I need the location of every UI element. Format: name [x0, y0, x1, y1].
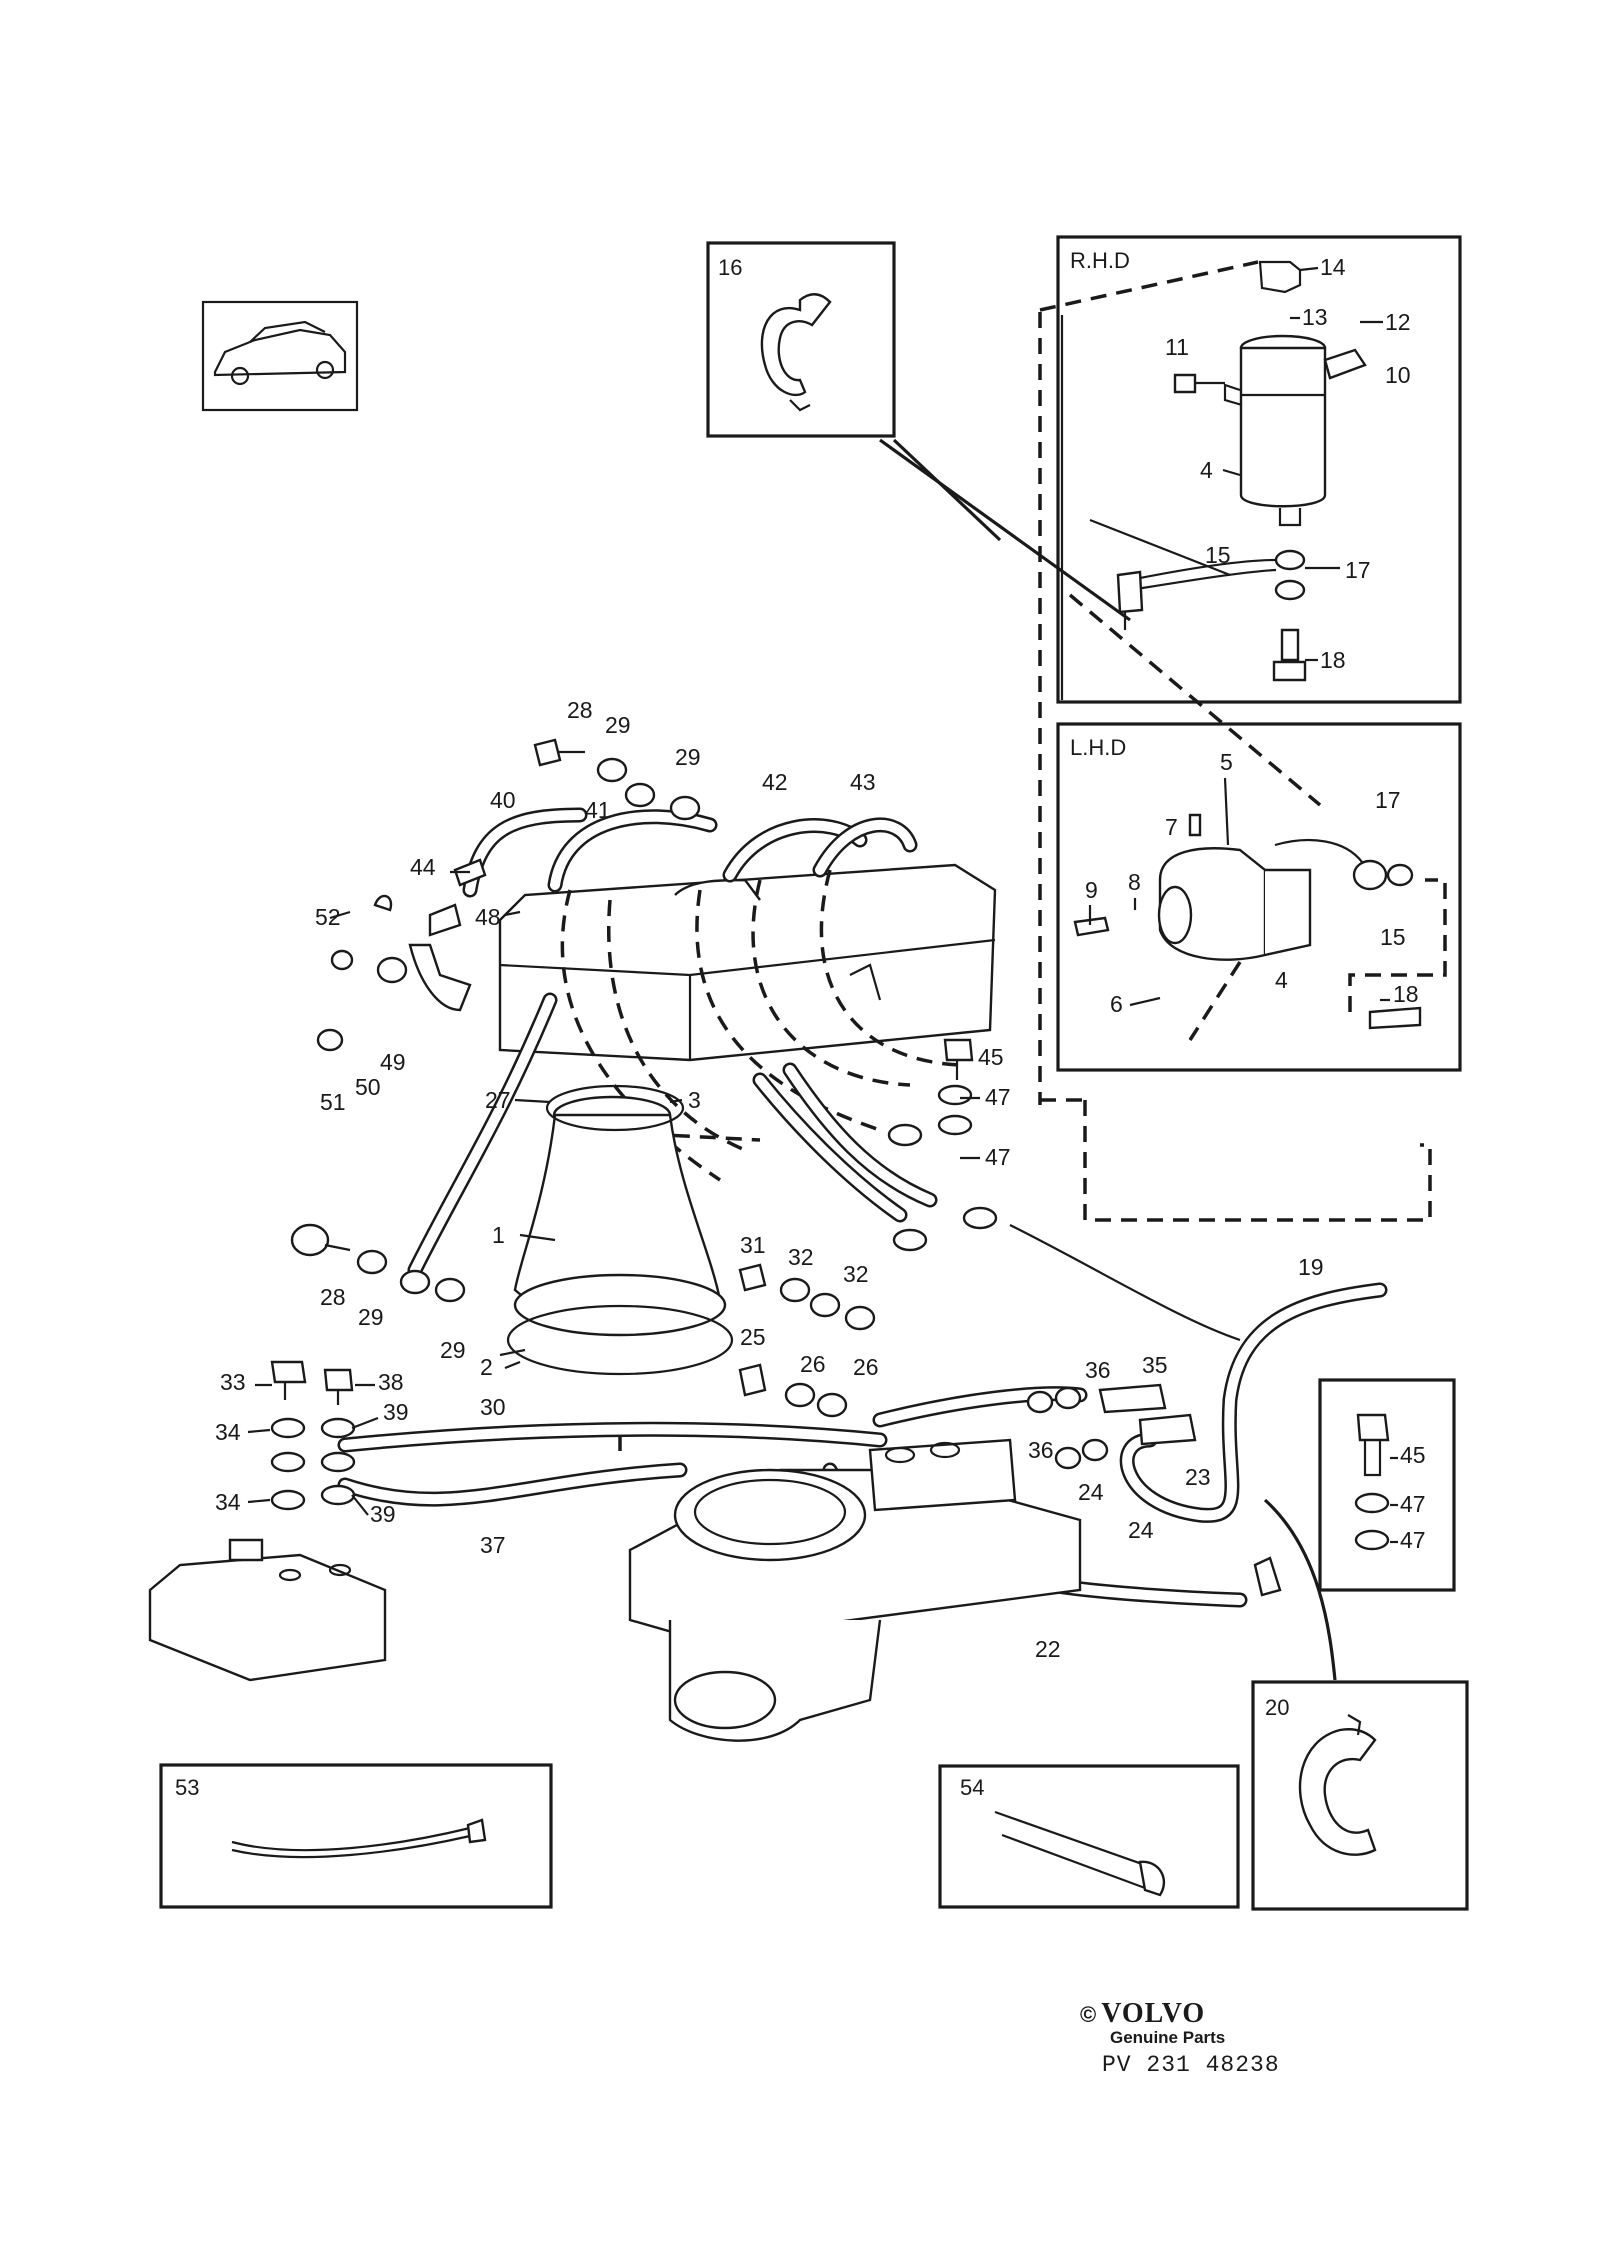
callout-11: 11: [1165, 334, 1189, 360]
callout-25-a: 26: [800, 1351, 826, 1377]
callout-24: 25: [740, 1324, 766, 1350]
callout-40: 41: [585, 797, 611, 823]
callout-36-a: 36: [1085, 1357, 1111, 1383]
callout-7: 7: [1165, 814, 1178, 840]
callout-32: 33: [220, 1369, 246, 1395]
callout-15-lhd: 15: [1380, 924, 1406, 950]
lhd-title: L.H.D: [1070, 735, 1126, 760]
callout-44: 45: [978, 1044, 1004, 1070]
callout-19: 19: [1298, 1254, 1324, 1280]
callout-18-lhd: 18: [1393, 981, 1419, 1007]
callout-46-c: 47: [1400, 1491, 1426, 1517]
brand-tagline: Genuine Parts: [1110, 2028, 1226, 2047]
callout-21: 23: [1185, 1464, 1211, 1490]
box-20-title: 20: [1265, 1695, 1289, 1720]
callout-41: 42: [762, 769, 788, 795]
callout-23: 22: [1035, 1636, 1061, 1662]
callout-9: 9: [1085, 877, 1098, 903]
callout-28-top-b: 29: [675, 744, 701, 770]
callout-46-a: 47: [985, 1084, 1011, 1110]
callout-28-mid-b: 29: [440, 1337, 466, 1363]
volvo-logo: ©VOLVO: [1080, 1998, 1340, 2030]
rhd-box: [1038, 235, 1462, 1105]
callout-29: 30: [480, 1394, 506, 1420]
callout-27-top: 28: [567, 697, 593, 723]
leader-lines: [247, 266, 1398, 1544]
callout-12: 12: [1385, 309, 1411, 335]
callout-1: 1: [492, 1222, 505, 1248]
box-53-title: 53: [175, 1775, 199, 1800]
volvo-branding: ©VOLVO Genuine Parts PV 231 48238: [1080, 1998, 1340, 2078]
box-16-title: 16: [718, 255, 742, 280]
callout-49: 50: [355, 1074, 381, 1100]
air-boot: [499, 1084, 734, 1376]
car-thumbnail: [201, 300, 359, 412]
callout-47: 48: [475, 904, 501, 930]
callout-8: 8: [1128, 869, 1141, 895]
callout-28-mid-a: 29: [358, 1304, 384, 1330]
callout-33-a: 34: [215, 1419, 241, 1445]
box-16-clip: [706, 241, 896, 438]
callout-35: 35: [1142, 1352, 1168, 1378]
callout-18-rhd: 18: [1320, 647, 1346, 673]
callout-13: 13: [1302, 304, 1328, 330]
callout-39: 40: [490, 787, 516, 813]
copyright-symbol: ©: [1080, 2002, 1098, 2027]
callout-25-b: 26: [853, 1354, 879, 1380]
callout-17-lhd: 17: [1375, 787, 1401, 813]
callout-22-b: 24: [1128, 1517, 1154, 1543]
callout-22-a: 24: [1078, 1479, 1104, 1505]
callout-48: 49: [380, 1049, 406, 1075]
brand-name: VOLVO: [1101, 1998, 1206, 2029]
callout-31-a: 32: [788, 1244, 814, 1270]
callout-14: 14: [1320, 254, 1346, 280]
callout-45: 45: [1400, 1442, 1426, 1468]
callout-38-b: 39: [370, 1501, 396, 1527]
air-meter: [628, 1438, 1082, 1742]
box-54-title: 54: [960, 1775, 984, 1800]
callout-27-mid: 28: [320, 1284, 346, 1310]
callout-38-a: 39: [383, 1399, 409, 1425]
callout-31-b: 32: [843, 1261, 869, 1287]
callout-26: 27: [485, 1087, 511, 1113]
upper-hoses: [462, 807, 918, 898]
long-hoses: [337, 992, 1388, 1608]
box-45: [1318, 1378, 1456, 1592]
callout-50: 51: [320, 1089, 346, 1115]
callout-43: 44: [410, 854, 436, 880]
fuel-head: [408, 863, 997, 1062]
callout-33-b: 34: [215, 1489, 241, 1515]
callout-15-rhd: 15: [1205, 542, 1231, 568]
callout-42: 43: [850, 769, 876, 795]
callout-2: 2: [480, 1354, 493, 1380]
callout-6: 6: [1110, 991, 1123, 1017]
lhd-box: [1056, 722, 1462, 1072]
fittings: [270, 738, 1282, 1597]
box-54-seal: [938, 1764, 1240, 1909]
reference-number: PV 231 48238: [1102, 2052, 1280, 2078]
callout-5: 5: [1220, 749, 1233, 775]
callout-17-rhd: 17: [1345, 557, 1371, 583]
callout-10: 10: [1385, 362, 1411, 388]
callout-34: 37: [480, 1532, 506, 1558]
callout-30: 31: [740, 1232, 766, 1258]
callout-4-rhd: 4: [1200, 457, 1213, 483]
callout-37: 38: [378, 1369, 404, 1395]
callout-36-b: 36: [1028, 1437, 1054, 1463]
control-unit: [148, 1538, 387, 1682]
callout-3: 3: [688, 1087, 701, 1113]
callout-46-b: 47: [985, 1144, 1011, 1170]
rhd-title: R.H.D: [1070, 248, 1130, 273]
box-53-strap: [159, 1763, 553, 1909]
callout-4-lhd: 4: [1275, 967, 1288, 993]
callout-28-top-a: 29: [605, 712, 631, 738]
box-20-clip: [1251, 1680, 1469, 1911]
callout-46-d: 47: [1400, 1527, 1426, 1553]
